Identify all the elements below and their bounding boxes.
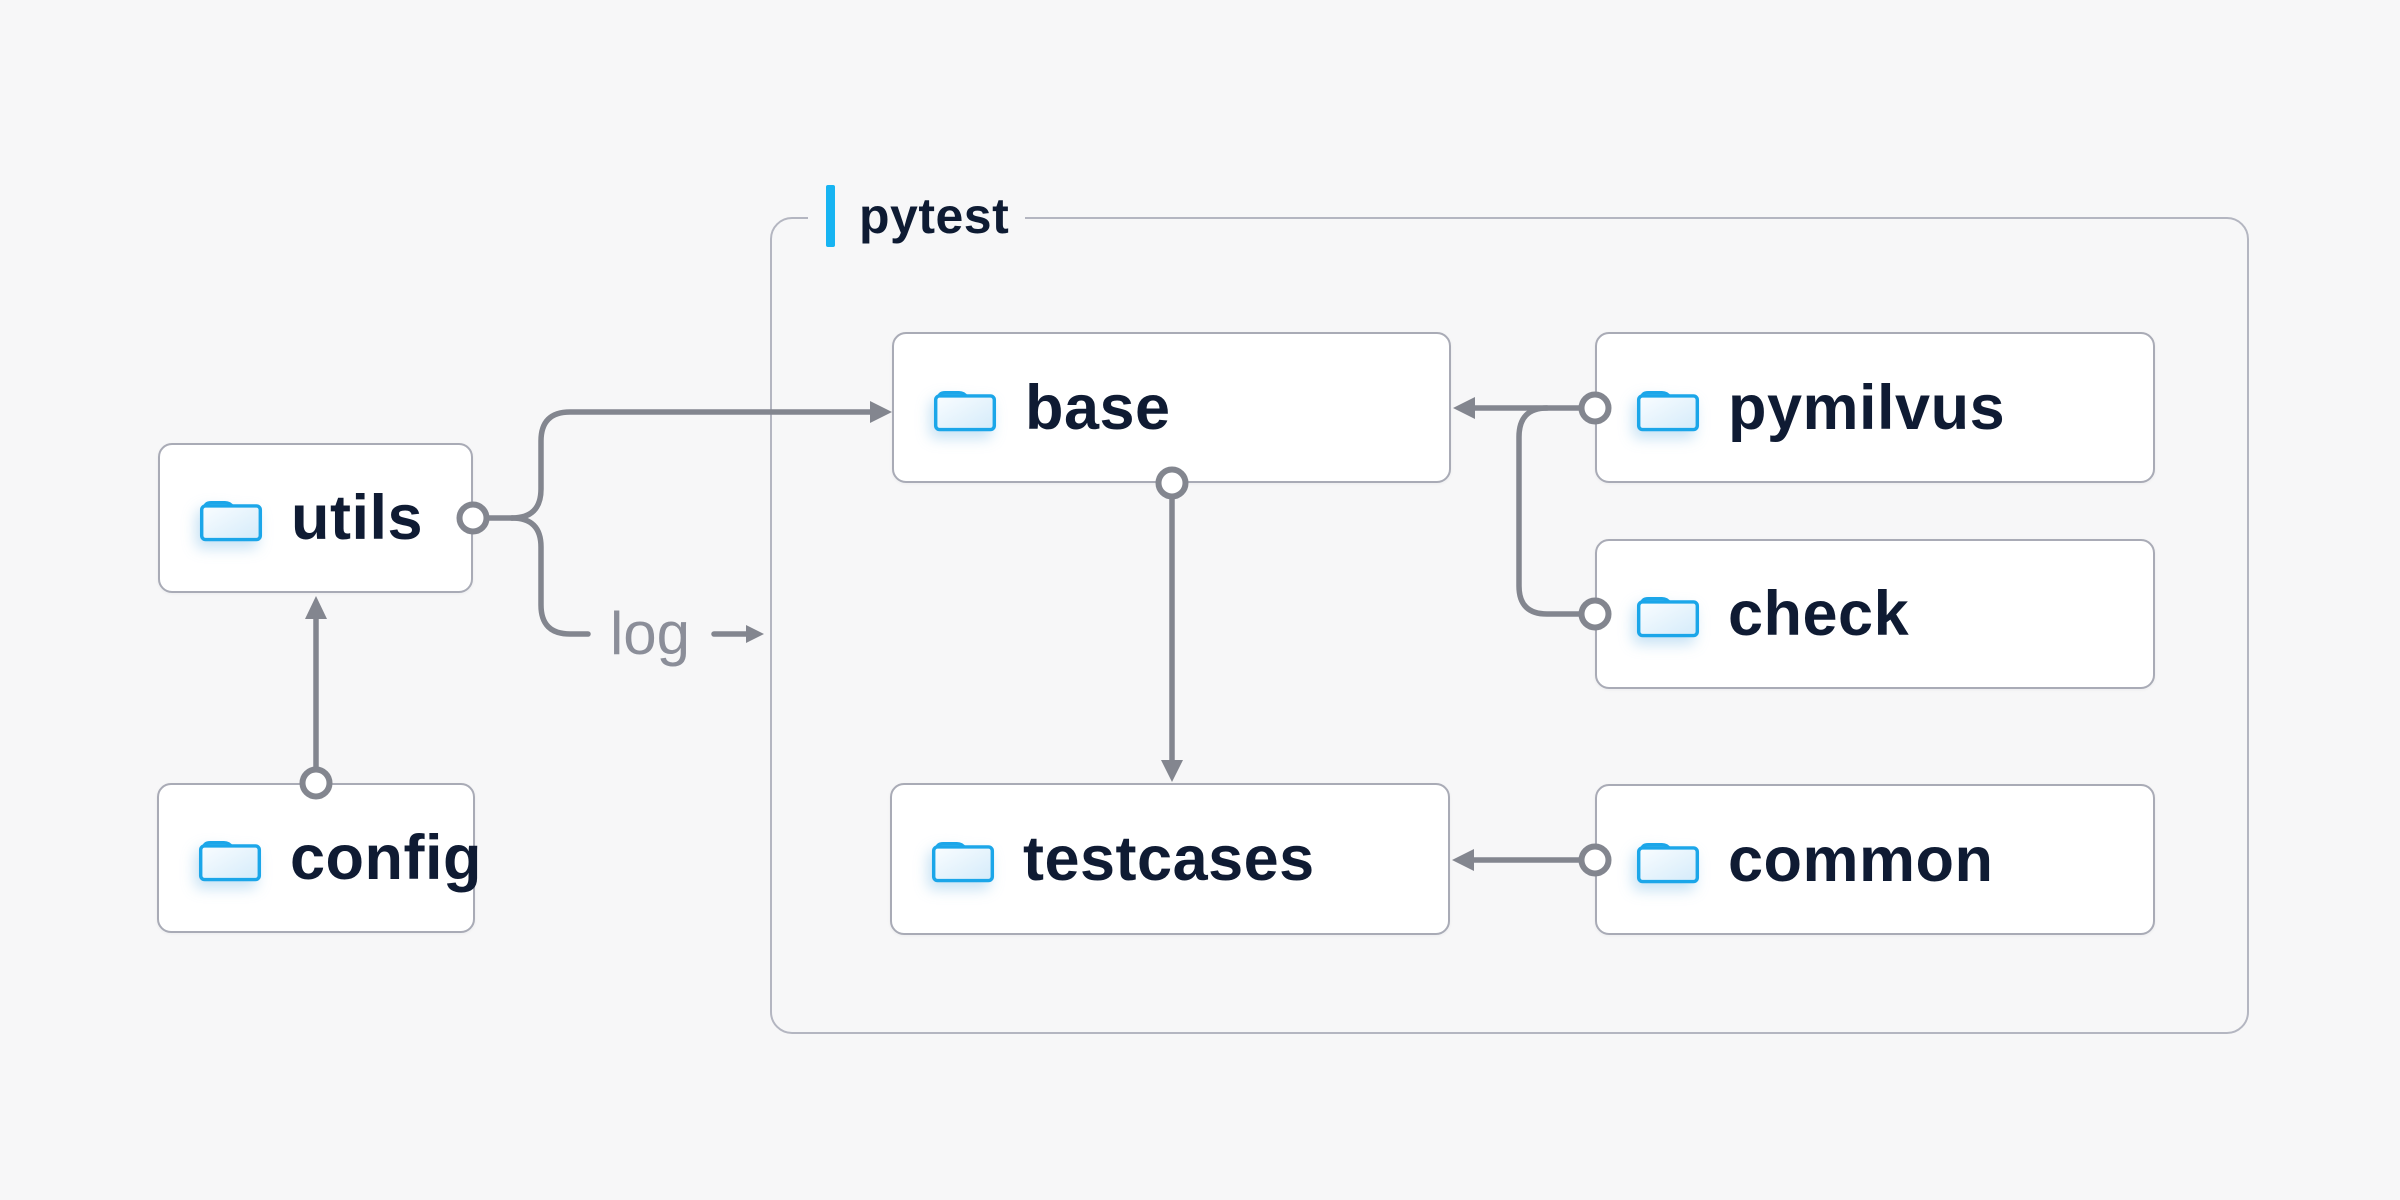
node-config: config	[157, 783, 481, 933]
folder-icon	[1636, 842, 1700, 883]
folder-icon	[1636, 390, 1700, 431]
node-common: common	[1595, 784, 2155, 935]
group-title: pytest	[859, 188, 1010, 244]
folder-icon	[933, 390, 997, 431]
node-base: base	[892, 332, 1451, 483]
node-pymilvus: pymilvus	[1595, 332, 2155, 483]
node-label: base	[1025, 372, 1171, 443]
node-utils: utils	[158, 443, 473, 593]
folder-icon	[199, 500, 263, 542]
node-label: common	[1728, 824, 1994, 895]
folder-icon	[198, 840, 262, 882]
arrowhead-log	[746, 625, 764, 643]
node-label: check	[1728, 579, 1910, 649]
pytest-group-label: pytest	[808, 183, 1026, 249]
node-label: config	[290, 823, 482, 893]
accent-bar	[826, 185, 835, 247]
arrowhead-config-utils	[305, 596, 327, 619]
node-testcases: testcases	[890, 783, 1450, 935]
node-label: testcases	[1023, 824, 1315, 894]
edge-utils-log	[509, 515, 591, 637]
node-check: check	[1595, 539, 2155, 689]
pytest-group-container	[770, 217, 2249, 1034]
folder-icon	[1636, 596, 1700, 638]
edge-label-log: log	[609, 600, 691, 667]
node-label: pymilvus	[1728, 372, 2006, 443]
node-label: utils	[291, 483, 424, 553]
folder-icon	[931, 841, 995, 883]
